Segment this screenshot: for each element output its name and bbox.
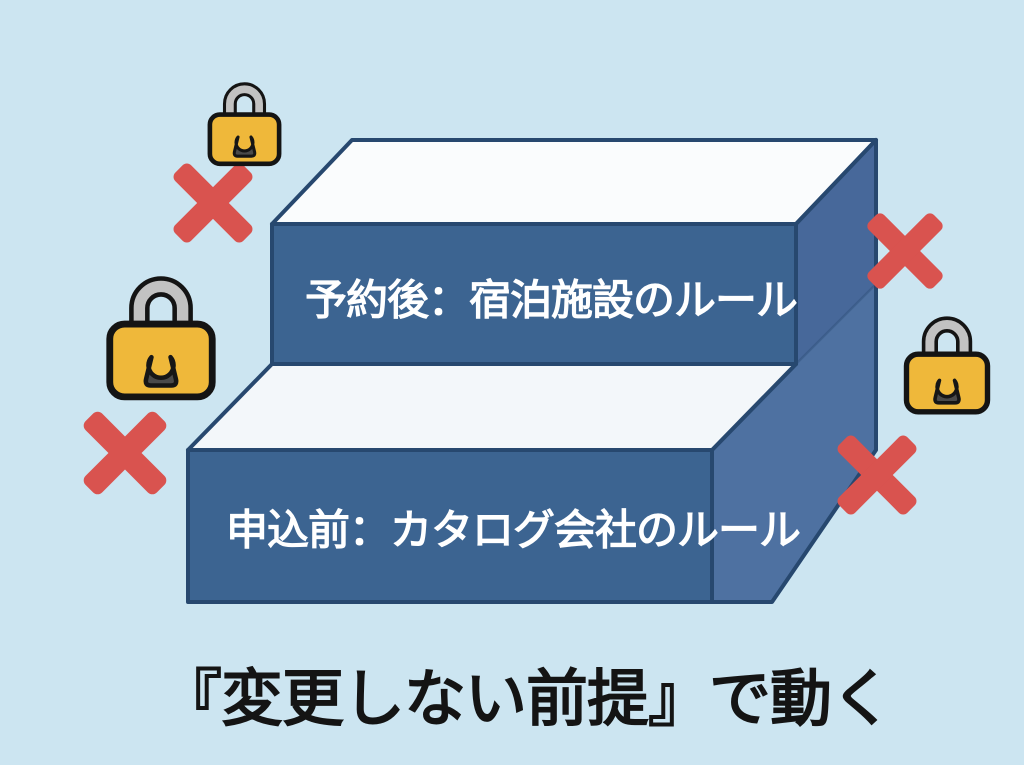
lock-body — [903, 351, 991, 415]
padlock-icon — [207, 82, 282, 167]
side-face-edges — [794, 138, 878, 450]
cross-mark-icon — [83, 411, 167, 495]
padlock-icon — [903, 316, 991, 415]
lock-body — [207, 112, 282, 167]
lock-shackle — [925, 320, 969, 358]
lower-step-label: 申込前：カタログ会社のルール — [225, 506, 801, 554]
lock-keyhole — [143, 354, 179, 388]
upper-step-side-face — [796, 140, 876, 364]
padlock-icon — [106, 276, 216, 401]
staircase-tread-face — [186, 362, 798, 452]
lock-shackle — [226, 85, 263, 118]
lower-step-front-face — [186, 448, 714, 604]
upper-step-label: 予約後：宿泊施設のルール — [304, 276, 798, 324]
lock-body — [106, 320, 216, 401]
lock-keyhole — [933, 378, 961, 405]
side-face-divider-edge — [795, 283, 877, 365]
cross-mark-icon — [867, 213, 943, 289]
caption-text: 『変更しない前提』で動く — [159, 665, 893, 734]
cross-mark-icon — [837, 435, 917, 515]
lock-keyhole — [232, 135, 257, 158]
lock-shackle — [133, 280, 189, 329]
cross-mark-icon — [173, 163, 253, 243]
staircase-top-face — [270, 138, 878, 226]
